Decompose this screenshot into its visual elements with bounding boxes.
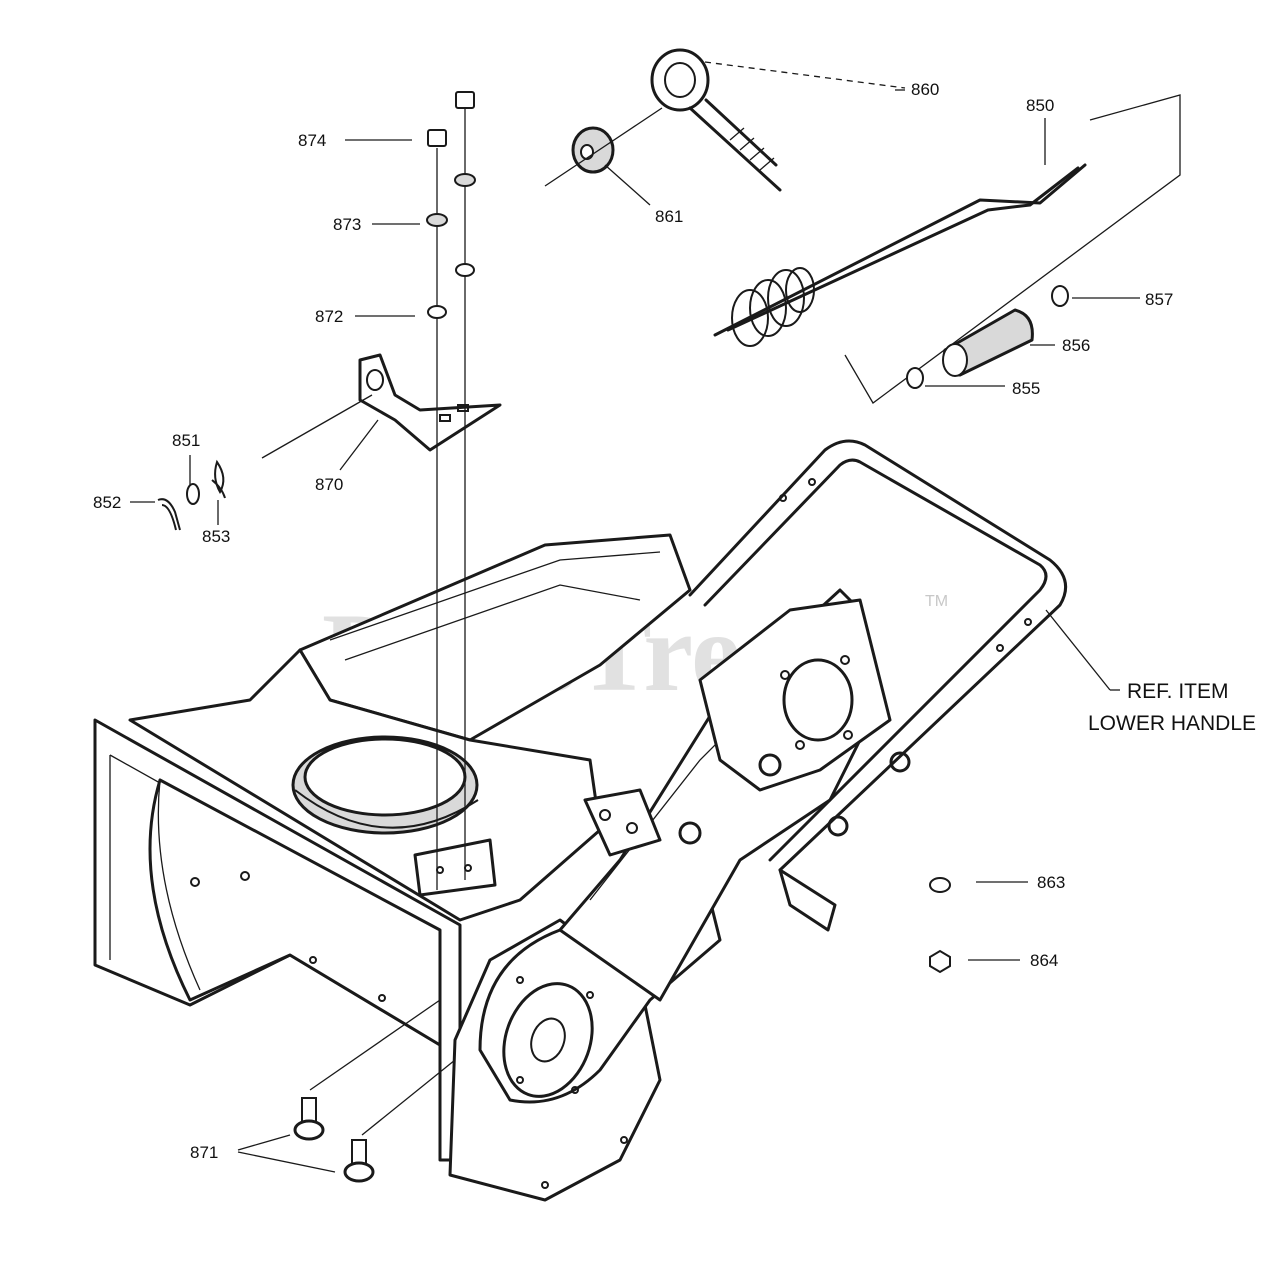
- reference-note-line1: REF. ITEM: [1127, 680, 1229, 703]
- hardware-stack: [426, 91, 476, 890]
- callout-872: 872: [315, 307, 343, 326]
- callout-860: 860: [911, 80, 939, 99]
- lower-handle: [688, 439, 1111, 872]
- watermark-trademark: TM: [925, 593, 948, 610]
- callout-864: 864: [1030, 951, 1058, 970]
- washer-863: [929, 877, 951, 893]
- callout-855: 855: [1012, 379, 1040, 398]
- callout-857: 857: [1145, 290, 1173, 309]
- eye-bolt-860: [650, 48, 906, 192]
- auger-housing: [93, 533, 911, 1202]
- pin-and-clips: [157, 394, 373, 531]
- callout-873: 873: [333, 215, 361, 234]
- callout-853: 853: [202, 527, 230, 546]
- leader-lines: [130, 89, 1140, 1173]
- roller-assembly: [906, 285, 1069, 389]
- carriage-bolts-871: [293, 999, 456, 1183]
- callout-852: 852: [93, 493, 121, 512]
- shift-rod-850: [713, 94, 1181, 404]
- callout-851: 851: [172, 431, 200, 450]
- callout-870: 870: [315, 475, 343, 494]
- callout-871: 871: [190, 1143, 218, 1162]
- callout-856: 856: [1062, 336, 1090, 355]
- callout-861: 861: [655, 207, 683, 226]
- callout-863: 863: [1037, 873, 1065, 892]
- grommet-861: [544, 107, 663, 187]
- chute-bracket-870: [358, 353, 502, 452]
- callout-850: 850: [1026, 96, 1054, 115]
- nut-864: [929, 949, 951, 974]
- callout-874: 874: [298, 131, 326, 150]
- reference-note-line2: LOWER HANDLE: [1088, 712, 1256, 735]
- callout-labels: 874 873 872 870 851 852 853 860 861 850 …: [93, 80, 1256, 1162]
